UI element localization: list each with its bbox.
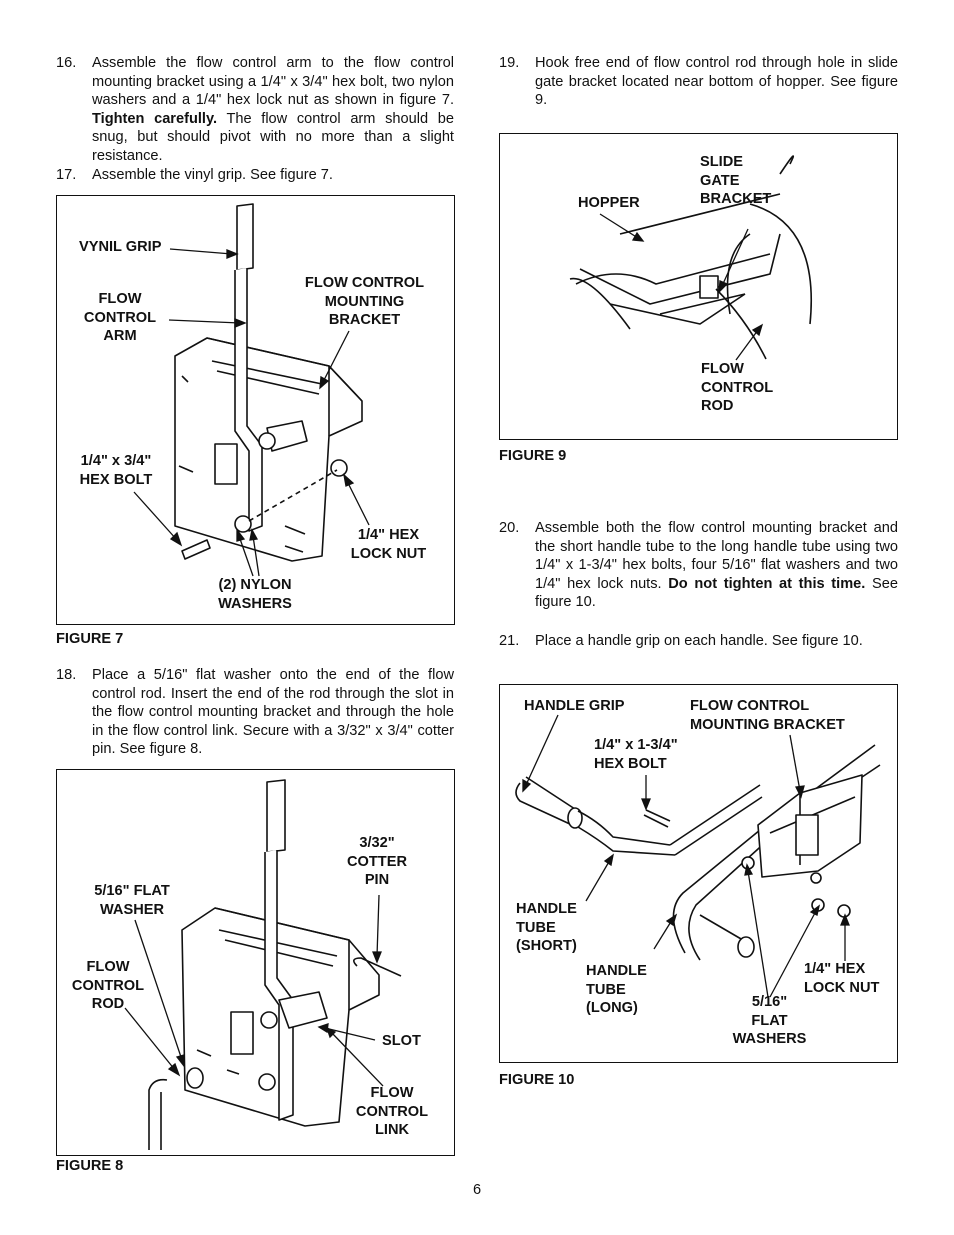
step-number: 17. bbox=[56, 167, 77, 183]
label-lock-nut: 1/4" HEX LOCK NUT bbox=[804, 961, 880, 996]
label-flat-washers: 5/16" FLAT WASHERS bbox=[732, 994, 807, 1048]
figure-8: 3/32" COTTER PIN 5/16" FLAT WASHER FLOW … bbox=[56, 769, 455, 1156]
step-number: 19. bbox=[499, 55, 520, 71]
step-18: 18. Place a 5/16" flat washer onto the e… bbox=[56, 666, 454, 760]
step-text: Hook free end of flow control rod throug… bbox=[535, 55, 898, 109]
label-tube-long: HANDLE TUBE (LONG) bbox=[586, 963, 647, 1017]
step-text: Assemble the flow control arm to the flo… bbox=[92, 55, 454, 164]
label-flow-control-arm: FLOW CONTROL ARM bbox=[83, 291, 157, 345]
label-flow-control-rod: FLOW CONTROL ROD bbox=[71, 959, 145, 1013]
step-21: 21. Place a handle grip on each handle. … bbox=[499, 632, 898, 652]
step-number: 16. bbox=[56, 55, 77, 71]
label-hex-bolt: 1/4" x 1-3/4" HEX BOLT bbox=[594, 737, 678, 772]
label-mounting-bracket: FLOW CONTROL MOUNTING BRACKET bbox=[304, 275, 425, 329]
label-vynil-grip: VYNIL GRIP bbox=[79, 239, 162, 255]
figure-9-drawing bbox=[569, 155, 812, 361]
step-number: 21. bbox=[499, 633, 520, 649]
step-text: Assemble both the flow control mounting … bbox=[535, 520, 898, 611]
figure-7: VYNIL GRIP FLOW CONTROL ARM FLOW CONTROL… bbox=[56, 195, 455, 625]
figure-9: HOPPER SLIDE GATE BRACKET FLOW CONTROL R… bbox=[499, 133, 898, 440]
step-20: 20. Assemble both the flow control mount… bbox=[499, 519, 898, 613]
step-number: 20. bbox=[499, 520, 520, 536]
step-text: Place a handle grip on each handle. See … bbox=[535, 633, 863, 649]
label-flat-washer: 5/16" FLAT WASHER bbox=[94, 883, 170, 918]
figure-9-caption: FIGURE 9 bbox=[499, 448, 567, 464]
page-number: 6 bbox=[473, 1182, 482, 1198]
emphasis: Tighten carefully. bbox=[92, 110, 218, 127]
label-mounting-bracket: FLOW CONTROL MOUNTING BRACKET bbox=[690, 698, 845, 733]
figure-7-caption: FIGURE 7 bbox=[56, 631, 124, 647]
label-slot: SLOT bbox=[382, 1033, 421, 1049]
step-17: 17. Assemble the vinyl grip. See figure … bbox=[56, 166, 454, 186]
step-text: Assemble the vinyl grip. See figure 7. bbox=[92, 167, 333, 183]
figure-10: HANDLE GRIP FLOW CONTROL MOUNTING BRACKE… bbox=[499, 684, 898, 1063]
label-flow-control-rod: FLOW CONTROL ROD bbox=[701, 361, 774, 415]
figure-10-caption: FIGURE 10 bbox=[499, 1072, 575, 1088]
figure-10-drawing bbox=[515, 714, 881, 998]
label-cotter-pin: 3/32" COTTER PIN bbox=[347, 835, 407, 889]
step-number: 18. bbox=[56, 667, 77, 683]
step-text: Place a 5/16" flat washer onto the end o… bbox=[92, 667, 454, 758]
label-hex-bolt: 1/4" x 3/4" HEX BOLT bbox=[79, 453, 153, 488]
figure-8-drawing bbox=[124, 779, 402, 1150]
emphasis: Do not tighten at this time. bbox=[668, 575, 866, 592]
label-handle-grip: HANDLE GRIP bbox=[524, 698, 625, 714]
label-nylon-washers: (2) NYLON WASHERS bbox=[218, 577, 292, 612]
step-16: 16. Assemble the flow control arm to the… bbox=[56, 54, 454, 166]
step-19: 19. Hook free end of flow control rod th… bbox=[499, 54, 898, 110]
label-hopper: HOPPER bbox=[578, 195, 640, 211]
figure-7-drawing bbox=[133, 203, 370, 577]
figure-8-caption: FIGURE 8 bbox=[56, 1158, 124, 1174]
label-slide-gate-bracket: SLIDE GATE BRACKET bbox=[700, 154, 772, 208]
label-flow-control-link: FLOW CONTROL LINK bbox=[355, 1085, 429, 1139]
label-lock-nut: 1/4" HEX LOCK NUT bbox=[350, 527, 427, 562]
label-tube-short: HANDLE TUBE (SHORT) bbox=[516, 901, 577, 955]
